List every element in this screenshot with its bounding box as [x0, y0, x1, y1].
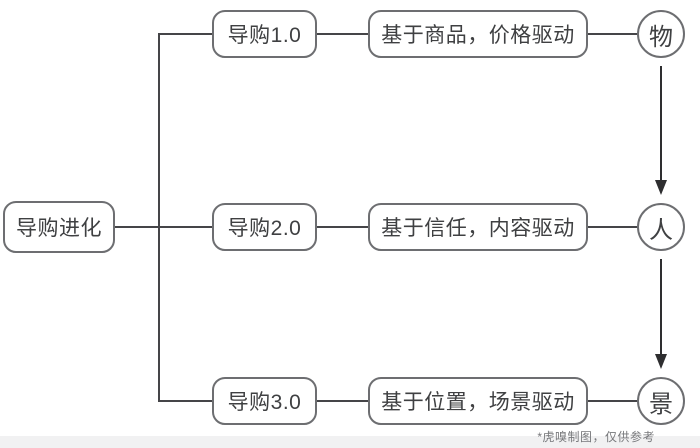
- node-stage-2: 导购2.0: [212, 203, 317, 251]
- node-circle-thing-label: 物: [649, 23, 673, 51]
- node-stage-1-label: 导购1.0: [227, 24, 302, 47]
- node-basis-2: 基于信任，内容驱动: [368, 203, 588, 251]
- node-circle-person-label: 人: [649, 216, 673, 244]
- node-basis-1: 基于商品，价格驱动: [368, 10, 588, 58]
- node-root-label: 导购进化: [16, 217, 102, 240]
- node-basis-1-label: 基于商品，价格驱动: [381, 24, 575, 47]
- node-root: 导购进化: [3, 201, 115, 253]
- node-circle-scene-label: 景: [649, 390, 673, 418]
- footer-band: [0, 436, 700, 448]
- footnote: *虎嗅制图，仅供参考: [537, 430, 655, 444]
- node-stage-1: 导购1.0: [212, 10, 317, 58]
- node-basis-2-label: 基于信任，内容驱动: [381, 217, 575, 240]
- node-stage-3-label: 导购3.0: [227, 391, 302, 414]
- node-stage-2-label: 导购2.0: [227, 217, 302, 240]
- arrow-down-icon: [655, 259, 667, 369]
- node-circle-thing: 物: [637, 10, 685, 58]
- node-basis-3: 基于位置，场景驱动: [368, 377, 588, 425]
- node-circle-scene: 景: [637, 377, 685, 425]
- node-stage-3: 导购3.0: [212, 377, 317, 425]
- arrow-down-icon: [655, 66, 667, 195]
- node-basis-3-label: 基于位置，场景驱动: [381, 391, 575, 414]
- node-circle-person: 人: [637, 203, 685, 251]
